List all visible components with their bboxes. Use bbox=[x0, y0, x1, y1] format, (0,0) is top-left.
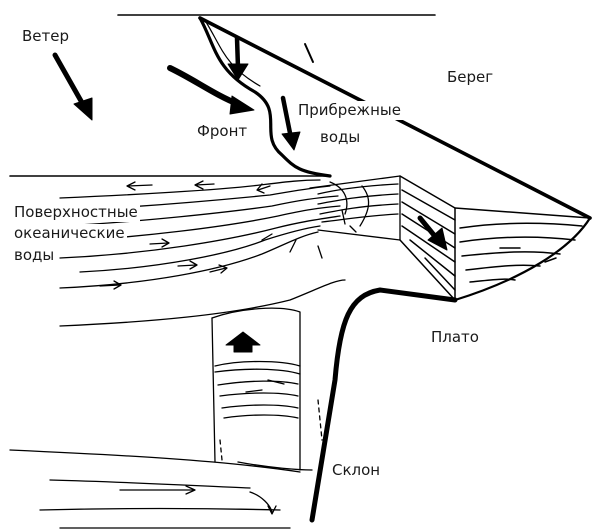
label-shore: Берег bbox=[447, 68, 493, 87]
slope-lines bbox=[60, 280, 345, 470]
shelf-block bbox=[400, 176, 590, 300]
label-surface-waters-2: океанические bbox=[12, 224, 127, 243]
label-shelf: Плато bbox=[431, 328, 479, 347]
label-coastal-waters-1: Прибрежные bbox=[296, 101, 403, 120]
label-front: Фронт bbox=[197, 122, 247, 141]
label-wind: Ветер bbox=[22, 27, 69, 46]
label-slope: Склон bbox=[332, 461, 380, 480]
label-surface-waters-1: Поверхностные bbox=[12, 203, 140, 222]
label-coastal-waters-2: воды bbox=[320, 128, 360, 147]
deep-flow-lines bbox=[10, 450, 300, 528]
label-surface-waters-3: воды bbox=[12, 246, 56, 265]
